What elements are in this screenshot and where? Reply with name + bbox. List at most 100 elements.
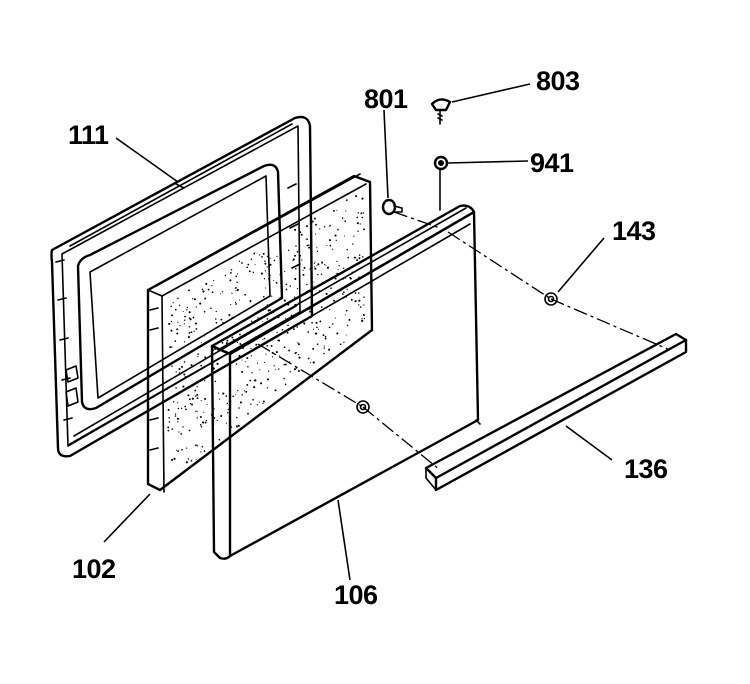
- speckle: [260, 382, 263, 385]
- speckle: [195, 410, 197, 412]
- speckle: [315, 223, 317, 226]
- speckle: [329, 244, 332, 247]
- speckle: [274, 389, 277, 392]
- speckle: [323, 345, 325, 347]
- speckle: [253, 386, 256, 389]
- speckle: [196, 393, 199, 396]
- speckle: [197, 353, 199, 355]
- speckle: [298, 356, 301, 359]
- speckle: [241, 359, 243, 361]
- speckle: [263, 278, 266, 280]
- speckle: [202, 421, 205, 424]
- speckle: [355, 195, 358, 198]
- speckle: [226, 339, 228, 341]
- speckle: [299, 254, 302, 257]
- speckle: [319, 320, 322, 323]
- speckle: [171, 346, 173, 348]
- speckle: [210, 307, 212, 309]
- speckle: [221, 291, 223, 293]
- speckle: [361, 318, 363, 320]
- speckle: [294, 254, 296, 257]
- speckle: [199, 416, 202, 418]
- speckle: [222, 392, 225, 395]
- speckle: [239, 333, 241, 336]
- speckle: [235, 363, 238, 365]
- speckle: [220, 293, 222, 295]
- speckle: [276, 255, 278, 258]
- speckle: [200, 425, 203, 428]
- speckle: [338, 265, 340, 267]
- speckle: [273, 365, 275, 367]
- leader-lines: [103, 83, 613, 581]
- speckle: [174, 340, 177, 342]
- speckle: [187, 394, 190, 397]
- speckle: [284, 363, 287, 366]
- speckle: [316, 265, 318, 267]
- speckle: [246, 266, 249, 269]
- speckle: [275, 351, 278, 354]
- speckle: [264, 270, 267, 272]
- speckle: [185, 461, 188, 464]
- speckle: [258, 401, 260, 403]
- speckle: [203, 450, 206, 452]
- speckle: [292, 258, 295, 261]
- speckle: [294, 277, 297, 281]
- speckle: [320, 306, 323, 308]
- speckle: [196, 386, 198, 388]
- speckle: [301, 259, 303, 261]
- speckle: [176, 417, 179, 420]
- speckle: [275, 282, 278, 284]
- speckle: [175, 371, 177, 373]
- speckle: [191, 397, 194, 400]
- speckle: [350, 277, 352, 280]
- speckle: [236, 288, 239, 292]
- speckle: [262, 402, 264, 405]
- speckle: [271, 295, 273, 297]
- speckle: [262, 400, 265, 403]
- speckle: [320, 273, 323, 275]
- speckle: [188, 429, 191, 432]
- speckle: [226, 412, 229, 414]
- speckle: [324, 335, 327, 338]
- speckle: [196, 338, 198, 340]
- callout-801: 801: [364, 84, 408, 114]
- speckle: [317, 263, 320, 266]
- speckle: [171, 458, 174, 461]
- speckle: [169, 346, 172, 349]
- speckle: [266, 304, 269, 306]
- speckle: [225, 395, 228, 397]
- speckle: [359, 306, 362, 308]
- speckle: [330, 287, 332, 290]
- speckle: [337, 269, 339, 271]
- speckle: [276, 331, 278, 333]
- callout-136: 136: [624, 454, 668, 484]
- speckle: [231, 316, 234, 319]
- speckle: [271, 356, 274, 358]
- speckle: [183, 341, 186, 343]
- speckle: [269, 274, 271, 276]
- speckle: [196, 411, 198, 413]
- speckle: [323, 226, 326, 228]
- frame-111: [50, 115, 314, 458]
- speckle: [244, 293, 247, 296]
- speckle: [230, 272, 232, 274]
- speckle: [195, 306, 197, 308]
- speckle: [315, 321, 318, 324]
- speckle: [186, 309, 188, 311]
- speckle: [295, 267, 297, 270]
- speckle: [363, 228, 365, 231]
- speckle: [283, 346, 286, 349]
- speckle: [268, 278, 270, 280]
- speckle: [246, 383, 249, 386]
- speckle: [312, 347, 315, 350]
- speckle: [247, 412, 249, 415]
- speckle: [213, 280, 215, 282]
- speckle: [184, 376, 187, 379]
- speckle: [172, 302, 174, 304]
- speckle: [286, 331, 289, 334]
- speckle: [262, 252, 265, 255]
- speckle: [172, 377, 174, 379]
- handle-trim-136: [424, 332, 688, 492]
- speckle: [225, 342, 228, 344]
- speckle: [239, 401, 242, 404]
